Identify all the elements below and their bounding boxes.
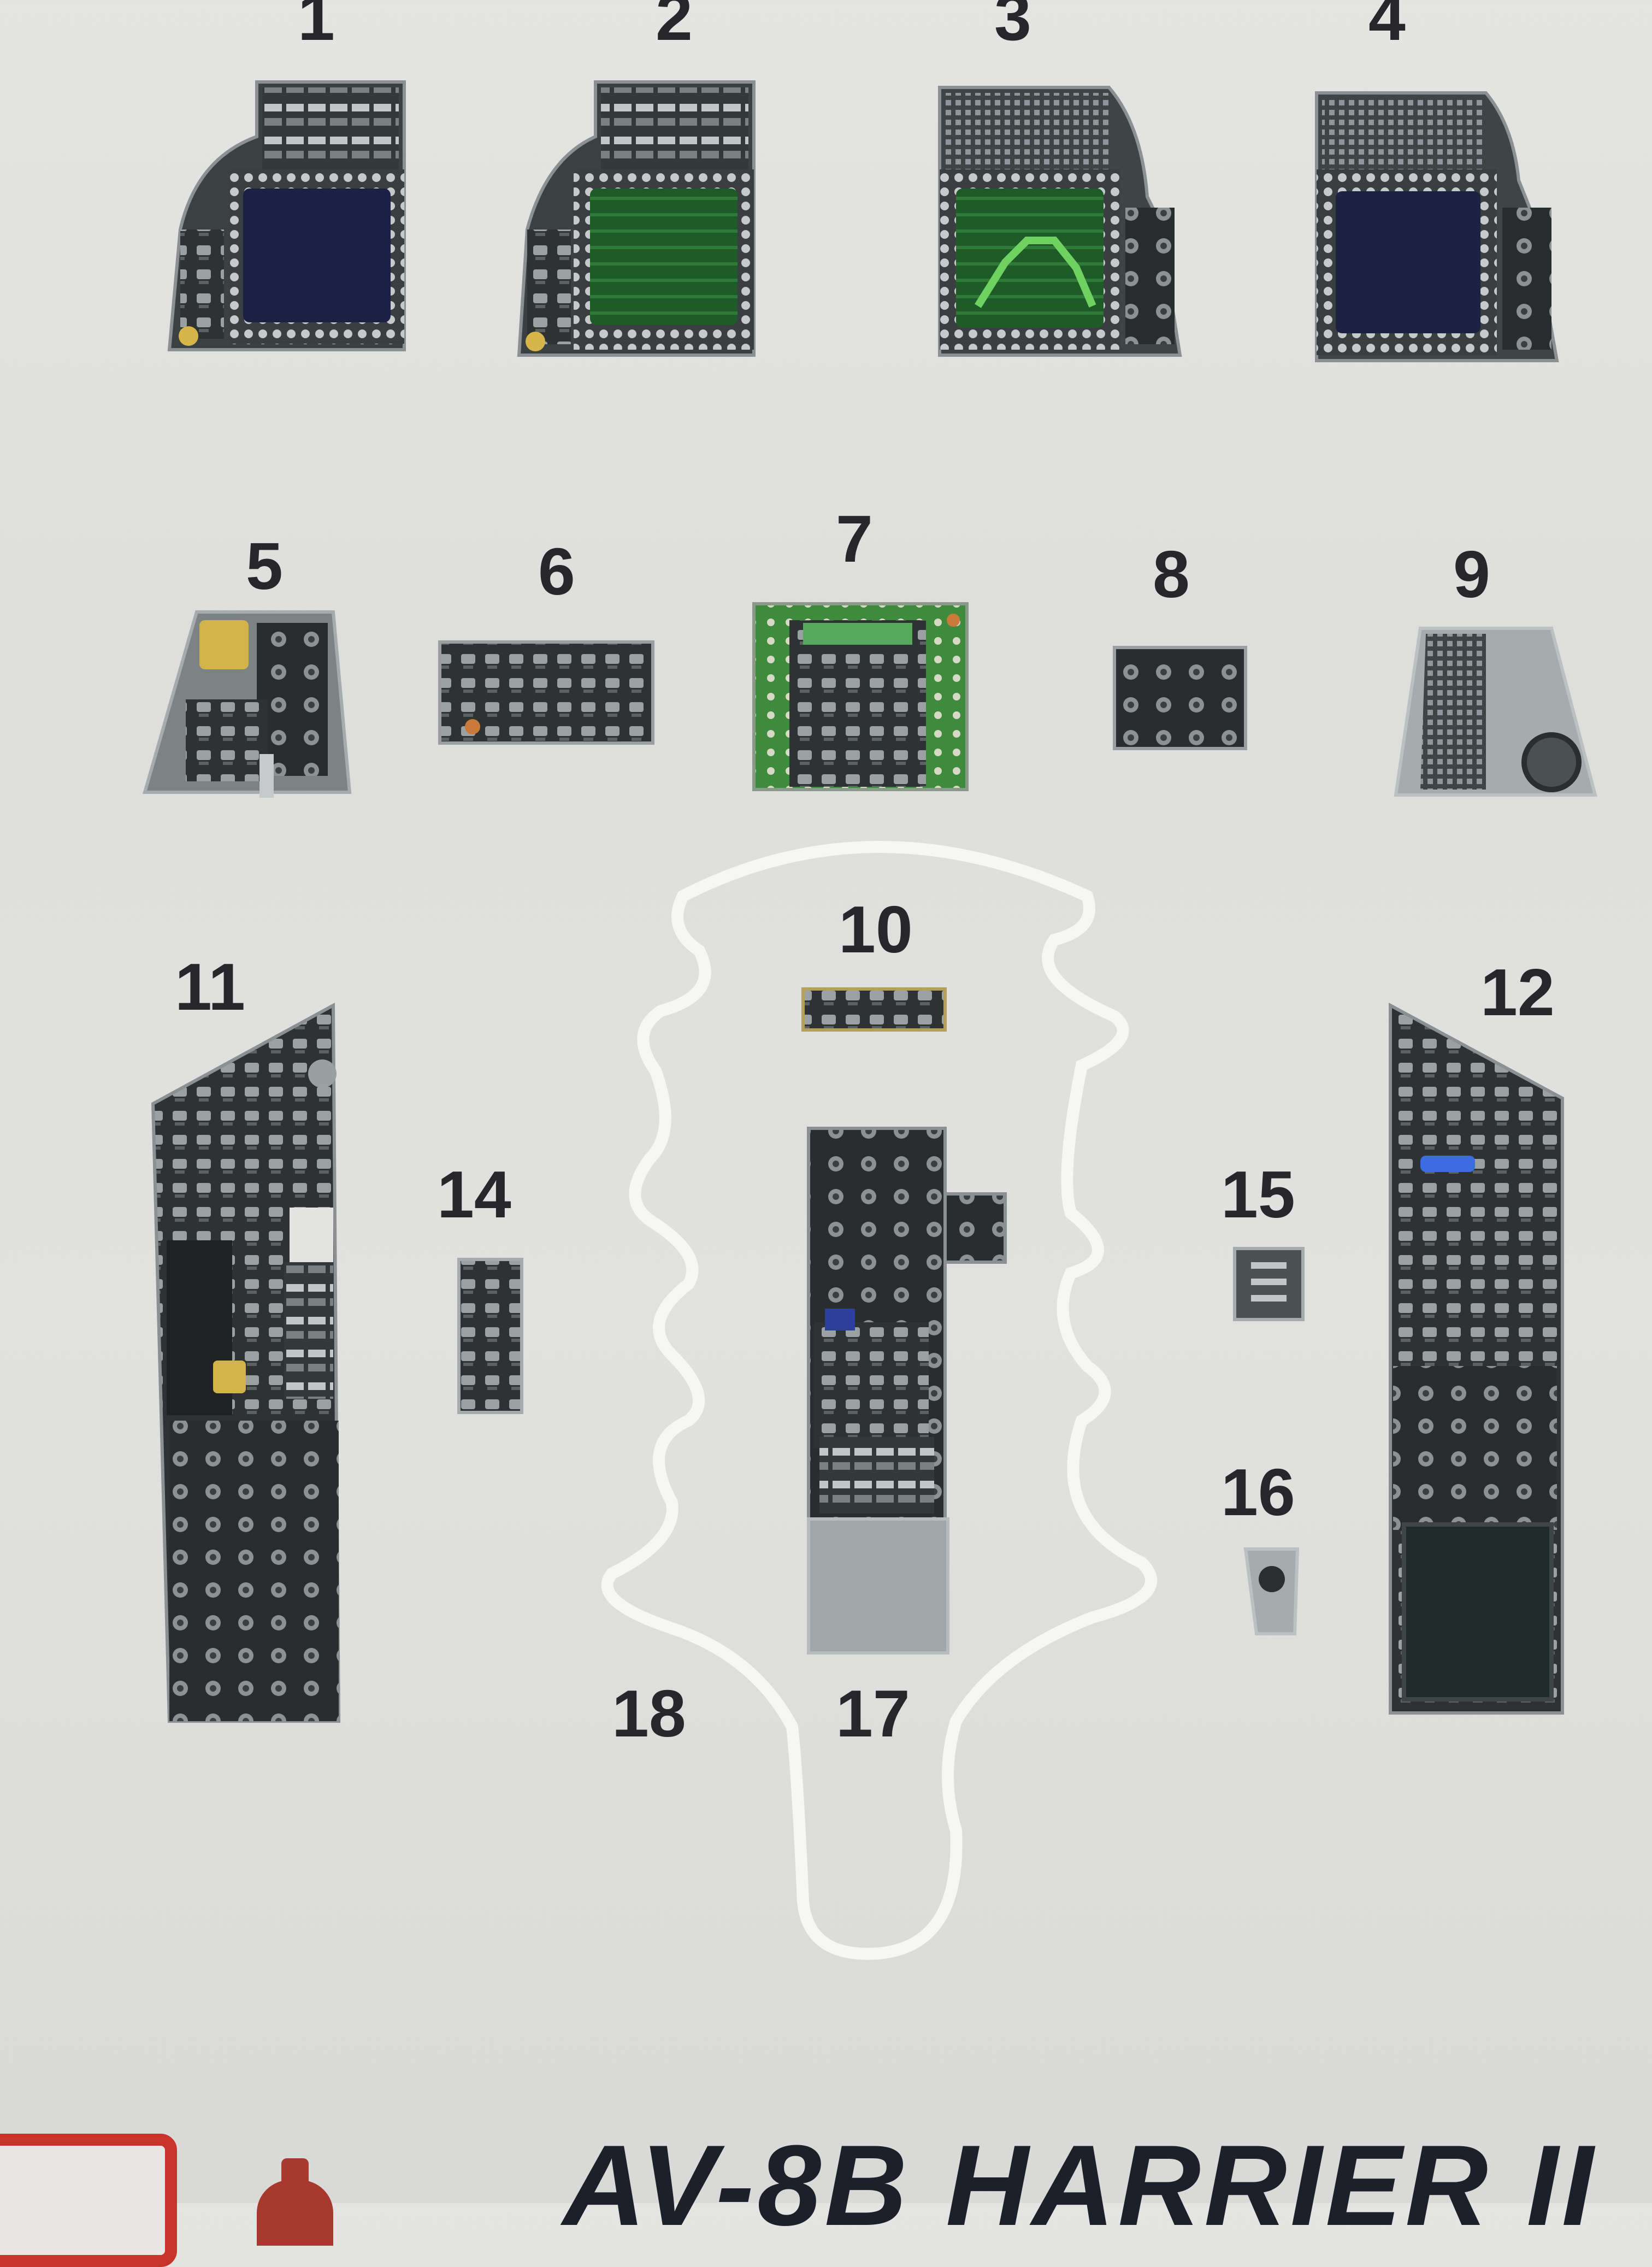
part-17-center-console: [807, 1127, 1007, 1654]
part-18-outline: [601, 841, 1158, 1960]
part-10-small-strip: [801, 987, 947, 1032]
part-number-8: 8: [1153, 537, 1190, 611]
part-16-small-dial: [1243, 1547, 1300, 1635]
part-2-mfd-panel: [517, 80, 756, 357]
part-number-9: 9: [1453, 537, 1490, 611]
part-number-17: 17: [836, 1676, 910, 1751]
part-6-button-strip: [438, 640, 654, 745]
part-1-mfd-panel: [167, 80, 406, 351]
product-title: AV-8B HARRIER II: [563, 2121, 1597, 2250]
part-number-5: 5: [246, 529, 283, 603]
part-number-2: 2: [656, 0, 693, 54]
brand-logo-box: [0, 2134, 177, 2267]
part-number-3: 3: [994, 0, 1031, 54]
part-11-left-console: [151, 1002, 341, 1723]
part-15-small-square: [1233, 1247, 1305, 1321]
part-number-11: 11: [175, 950, 245, 1024]
parts-artwork: [143, 80, 1597, 1960]
brand-mark-icon: [257, 2158, 333, 2246]
part-8-small-panel: [1113, 646, 1247, 750]
part-number-7: 7: [836, 502, 873, 576]
part-5-switch-panel: [143, 610, 352, 798]
part-number-4: 4: [1368, 0, 1406, 54]
part-3-mfd-panel: [938, 86, 1182, 357]
part-number-1: 1: [298, 0, 335, 54]
part-number-6: 6: [538, 534, 575, 609]
part-14-gauge-strip: [457, 1258, 523, 1414]
part-7-keypad-panel: [752, 602, 969, 791]
photo-etch-sheet: 1 2 3 4 5 6 7 8 9 10 11 12 14 15 16 17 1…: [0, 0, 1597, 2267]
part-number-14: 14: [437, 1157, 511, 1232]
part-number-16: 16: [1221, 1455, 1295, 1529]
part-9-grid-panel: [1394, 627, 1597, 797]
part-4-mfd-panel: [1315, 91, 1559, 362]
part-12-right-console: [1389, 1002, 1564, 1715]
part-number-12: 12: [1480, 955, 1555, 1029]
part-number-18: 18: [612, 1676, 686, 1751]
part-number-10: 10: [839, 892, 913, 967]
part-number-15: 15: [1221, 1157, 1295, 1232]
